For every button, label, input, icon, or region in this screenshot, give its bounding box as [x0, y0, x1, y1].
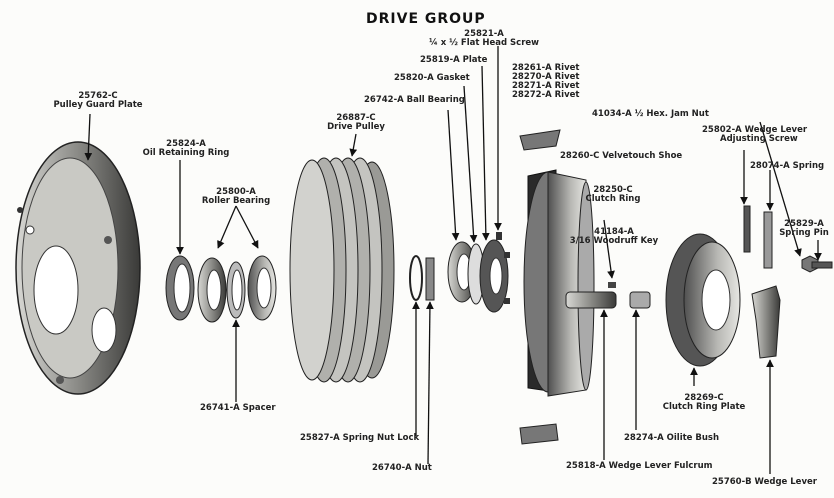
label-velvetouch-shoe: 28260-C Velvetouch Shoe	[560, 151, 683, 161]
label-spring-nut-lock: 25827-A Spring Nut Lock	[300, 433, 420, 443]
label-spring: 28074-A Spring	[750, 161, 825, 171]
part-number: 25762-C	[78, 91, 118, 101]
label-spring-pin: 25829-A Spring Pin	[776, 220, 832, 238]
spring-nut-lock	[409, 255, 423, 301]
part-name: Adjusting Screw	[720, 134, 798, 144]
drive-pulley	[289, 157, 395, 383]
label-drive-pulley: 26887-C Drive Pulley	[316, 114, 396, 132]
spring-pin	[811, 261, 833, 269]
part-number: 26887-C	[336, 113, 376, 123]
oil-retaining-ring	[165, 255, 195, 321]
wedge-lever-fulcrum	[565, 291, 617, 309]
part-name: Spring Pin	[779, 228, 829, 238]
woodruff-key	[608, 282, 616, 288]
part-number: 25824-A	[166, 139, 206, 149]
label-nut: 26740-A Nut	[372, 463, 432, 473]
part-number: 41184-A	[594, 227, 634, 237]
diagram-title: DRIVE GROUP	[366, 11, 486, 27]
label-woodruff-key: 41184-A 3/16 Woodruff Key	[566, 228, 662, 246]
rivets-top	[519, 129, 561, 151]
label-ball-bearing: 26742-A Ball Bearing	[364, 95, 465, 105]
label-rivets: 28261-A Rivet 28270-A Rivet 28271-A Rive…	[512, 64, 579, 100]
wedge-lever	[751, 285, 781, 359]
label-oil-retaining-ring: 25824-A Oil Retaining Ring	[136, 140, 236, 158]
part-name: 3/16 Woodruff Key	[569, 236, 659, 246]
part-number: 28250-C	[593, 185, 633, 195]
label-oilite-bush: 28274-A Oilite Bush	[624, 433, 720, 443]
label-clutch-ring-plate: 28269-C Clutch Ring Plate	[654, 394, 754, 412]
oilite-bush	[629, 291, 651, 309]
clutch-ring-plate	[665, 233, 741, 367]
rivet-line: 28272-A Rivet	[512, 90, 580, 100]
roller-bearing-right	[247, 255, 277, 321]
label-gasket: 25820-A Gasket	[394, 73, 470, 83]
label-wedge-lever-fulcrum: 25818-A Wedge Lever Fulcrum	[566, 461, 713, 471]
label-clutch-ring: 28250-C Clutch Ring	[580, 186, 646, 204]
nut	[425, 257, 435, 301]
label-pulley-guard-plate: 25762-C Pulley Guard Plate	[48, 92, 148, 110]
flat-head-screws	[496, 232, 510, 304]
part-number: 25821-A	[464, 29, 504, 39]
clutch-ring	[523, 169, 595, 397]
roller-bearing-left	[197, 257, 227, 323]
part-number: 25802-A Wedge Lever	[702, 125, 808, 135]
leader-lines	[84, 46, 822, 474]
label-roller-bearing: 25800-A Roller Bearing	[198, 188, 274, 206]
part-name: Clutch Ring Plate	[662, 402, 746, 412]
pulley-guard-plate	[15, 141, 141, 395]
label-spacer: 26741-A Spacer	[200, 403, 276, 413]
spring	[763, 211, 773, 269]
adjusting-screw	[743, 205, 751, 253]
label-plate: 25819-A Plate	[420, 55, 488, 65]
part-name: ¼ x ½ Flat Head Screw	[428, 38, 540, 48]
label-wedge-lever-adjusting-screw: 25802-A Wedge Lever Adjusting Screw	[702, 126, 807, 144]
rivet-line: 28271-A Rivet	[512, 81, 580, 91]
part-name: Drive Pulley	[327, 122, 385, 132]
part-name: Pulley Guard Plate	[53, 100, 143, 110]
part-number: 25829-A	[784, 219, 824, 229]
label-wedge-lever: 25760-B Wedge Lever	[712, 477, 817, 487]
part-name: Oil Retaining Ring	[142, 148, 230, 158]
part-name: Roller Bearing	[201, 196, 271, 206]
label-flat-head-screw: 25821-A ¼ x ½ Flat Head Screw	[424, 30, 544, 48]
spacer	[226, 261, 246, 319]
part-name: Clutch Ring	[585, 194, 641, 204]
part-number: 28269-C	[684, 393, 724, 403]
plate	[479, 239, 509, 313]
rivets-bottom	[519, 423, 559, 445]
rivet-line: 28261-A Rivet	[512, 63, 580, 73]
rivet-line: 28270-A Rivet	[512, 72, 580, 82]
label-hex-jam-nut: 41034-A ½ Hex. Jam Nut	[592, 109, 709, 119]
part-number: 25800-A	[216, 187, 256, 197]
